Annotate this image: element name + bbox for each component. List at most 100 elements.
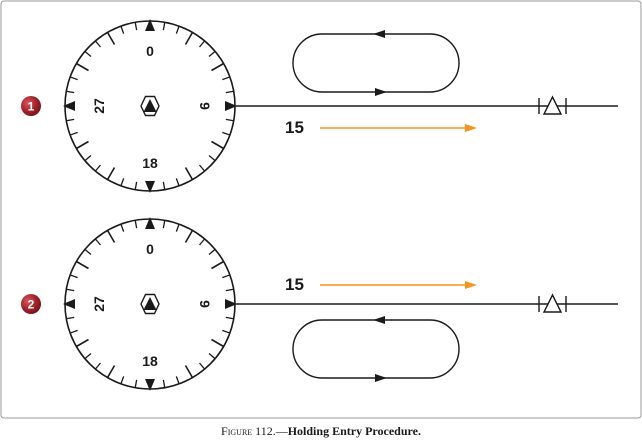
compass-tick-minor [94,362,102,370]
racetrack-arrow-left [373,316,385,324]
compass-tick-minor [222,329,231,334]
compass-tick-minor [175,376,180,385]
compass-tick-minor [94,164,102,172]
heading-pointer-west [63,299,75,309]
compass-tick-minor [84,248,92,256]
panel-marker-1: 1 [21,96,41,116]
compass-tick-minor [225,118,234,122]
compass-tick-minor [134,181,138,190]
compass-tick-minor [225,90,234,94]
heading-label-east: 9 [197,300,213,308]
compass-tick-minor [175,223,180,232]
compass-tick-major [184,167,194,181]
compass-tick-major [75,140,89,150]
racetrack-arrow-right [375,374,387,382]
caption-title: Holding Entry Procedure. [287,424,421,438]
compass-tick-minor [198,164,206,172]
course-label: 15 [285,275,304,294]
compass-tick-minor [66,288,75,292]
compass-rose-1: 0 18 27 9 [63,19,237,193]
compass-tick-minor [94,40,102,48]
compass-tick-minor [134,220,138,229]
compass-tick-minor [198,362,206,370]
compass-tick-minor [162,379,166,388]
compass-tick-minor [69,76,78,81]
compass-tick-major [211,62,225,72]
heading-label-north: 0 [146,241,154,257]
compass-tick-minor [198,238,206,246]
compass-tick-major [211,338,225,348]
compass-tick-minor [208,154,216,162]
compass-tick-minor [120,223,125,232]
heading-pointer-east [225,299,237,309]
panel-marker-2: 2 [21,294,41,314]
compass-tick-minor [225,288,234,292]
holding-fix-symbol [538,293,567,313]
compass-tick-minor [120,25,125,34]
panel-1: 1 0 18 27 9 [21,19,618,193]
compass-ticks [66,22,234,190]
heading-label-south: 18 [142,353,158,369]
racetrack-arrow-left [373,30,385,38]
compass-tick-major [211,140,225,150]
holding-pattern-racetrack [292,316,460,382]
heading-label-east: 9 [197,102,213,110]
compass-tick-minor [94,238,102,246]
compass-tick-minor [120,178,125,187]
heading-pointer-east [225,101,237,111]
compass-tick-minor [208,50,216,58]
holding-fix-symbol [538,95,567,115]
heading-label-west: 27 [91,98,107,114]
compass-tick-major [106,31,116,45]
figure-frame [0,0,642,419]
compass-tick-major [106,365,116,379]
heading-pointer-north [145,19,155,31]
compass-tick-minor [222,274,231,279]
compass-tick-minor [198,40,206,48]
compass-tick-major [184,365,194,379]
compass-tick-minor [69,274,78,279]
compass-tick-minor [84,154,92,162]
compass-tick-major [75,338,89,348]
compass-tick-minor [162,22,166,31]
compass-rose-2: 0 18 27 9 [63,217,237,391]
compass-tick-minor [84,50,92,58]
compass-tick-major [75,260,89,270]
compass-tick-minor [208,248,216,256]
heading-pointer-west [63,101,75,111]
compass-tick-minor [66,90,75,94]
compass-tick-major [184,229,194,243]
compass-tick-major [106,229,116,243]
compass-tick-minor [222,131,231,136]
compass-tick-minor [175,178,180,187]
compass-ticks [66,220,234,388]
panel-marker-1-label: 1 [28,100,35,114]
compass-tick-minor [208,352,216,360]
course-direction-arrow [320,124,477,132]
heading-label-south: 18 [142,155,158,171]
aircraft-symbol [140,95,160,117]
caption-label: Figure 112. [221,424,276,438]
holding-pattern-racetrack [292,30,460,96]
compass-tick-minor [120,376,125,385]
compass-tick-minor [134,22,138,31]
compass-tick-major [184,31,194,45]
compass-tick-minor [84,352,92,360]
compass-tick-minor [69,329,78,334]
compass-tick-minor [225,316,234,320]
caption-dash: — [275,424,288,438]
course-label: 15 [285,118,304,137]
heading-label-west: 27 [91,296,107,312]
course-direction-arrow [320,281,477,289]
compass-tick-minor [66,316,75,320]
compass-tick-minor [66,118,75,122]
heading-pointer-north [145,217,155,229]
compass-tick-minor [222,76,231,81]
compass-tick-major [75,62,89,72]
compass-tick-minor [175,25,180,34]
compass-tick-minor [162,220,166,229]
panel-marker-2-label: 2 [28,298,35,312]
racetrack-arrow-right [375,88,387,96]
